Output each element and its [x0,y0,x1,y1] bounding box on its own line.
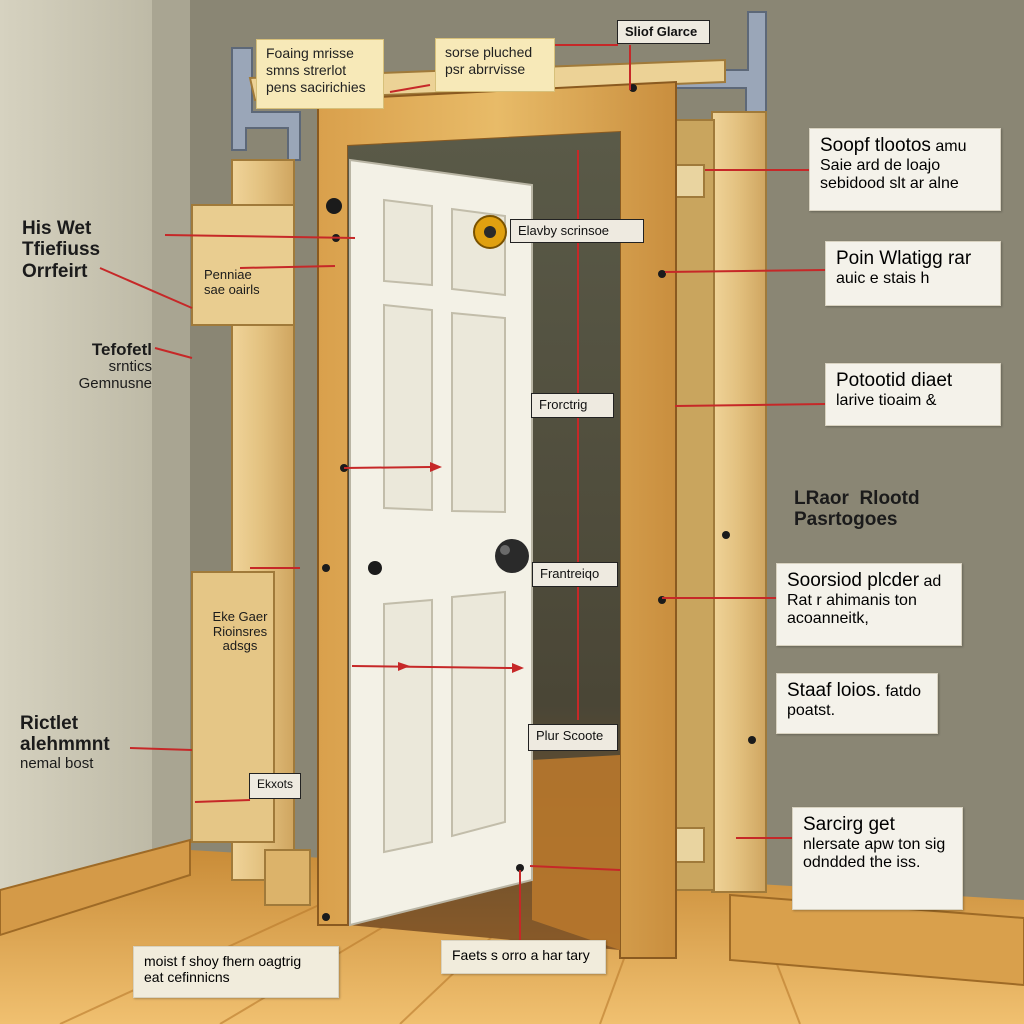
right-label-3-line2: larive tioaim & [836,392,937,409]
bottom-label-mid: Faets s orro a har tary [441,940,606,974]
right-label-3: Potootid diaet larive tioaim & [825,363,1001,426]
stud-note-upper: Penniae sae oairls [204,267,260,297]
bottom-label-left-line1: moist f shoy fhern oagtrig [144,953,302,969]
top-note-left: Foaing mrisse smns strerlot pens saciric… [256,39,384,109]
door-tag-3: Frantreiqo [532,562,618,587]
top-note-left-line3: pens sacirichies [266,78,366,95]
right-stud-inner [675,119,715,891]
top-tag: Sliof Glarce [617,20,710,44]
right-label-2: Poin Wlatigg rar auic e stais h [825,241,1001,306]
top-note-mid-line1: sorse pluched [445,44,533,60]
left-label-1-line2: Tfiefiuss [22,239,101,261]
left-label-3: Rictlet alehmmnt nemal bost [20,713,110,772]
right-label-1: Soopf tlootos amu Saie ard de loajo sebi… [809,128,1001,211]
right-label-1-line3: sebidood slt ar alne [820,175,959,192]
wall-corner [152,0,190,860]
stud-note-upper-line1: Penniae [204,267,252,282]
stud-note-lower-line1: Eke Gaer [212,609,268,624]
left-wall [0,0,190,920]
stud-note-lower: Eke Gaer Rioinsres adsgs [200,609,280,654]
right-label-4-title: LRaor Rlootd [794,488,920,509]
right-label-7-line2: nlersate apw ton sig [803,836,946,853]
door-tag-4: Plur Scoote [528,724,618,751]
right-stud [711,111,767,893]
stud-note-lower-line3: adsgs [222,638,258,654]
stud-small-tag: Ekxots [249,773,302,799]
left-label-2: Tefofetl srntics Gemnusne [72,340,152,393]
left-label-1-line3: Orrfeirt [22,260,88,282]
top-note-mid: sorse pluched psr abrrvisse [435,38,555,92]
right-baseboard [729,893,1024,987]
left-label-3-line3: nemal bost [20,754,94,772]
right-label-7: Sarcirg get nlersate apw ton sig odndded… [792,807,963,910]
stud-note-lower-line2: Rioinsres [212,623,268,639]
right-label-5: Soorsiod plcder ad Rat r ahimanis ton ac… [776,563,962,646]
right-label-2-line2: auic e stais h [836,270,930,287]
right-label-4-line2: Pasrtogoes [794,509,898,531]
left-baseboard [0,838,191,937]
right-label-2-title: Poin Wlatigg rar [836,248,972,269]
door-knob [495,539,529,573]
top-note-left-line1: Foaing mrisse [266,45,354,61]
right-label-6-title: Staaf loios. [787,680,881,701]
left-label-2-title: Tefofetl [91,340,152,359]
top-note-mid-line2: psr abrrvisse [445,60,526,77]
bottom-label-left-line2: eat cefinnicns [144,969,230,985]
right-label-6-line2: fatdo poatst. [787,683,922,719]
left-block-stub [264,849,311,906]
left-label-1: His Wet Tfiefiuss Orrfeirt [22,218,100,282]
screw-points [322,84,756,921]
stud-note-upper-line2: sae oairls [204,281,260,297]
left-label-3-title: Rictlet [20,713,79,734]
bottom-label-left: moist f shoy fhern oagtrig eat cefinnicn… [133,946,339,998]
top-note-left-line2: smns strerlot [266,61,347,78]
bottom-label-mid-text: Faets s orro a har tary [452,947,590,963]
right-label-7-line3: odndded the iss. [803,854,921,871]
right-label-7-title: Sarcirg get [803,814,895,835]
right-label-3-title: Potootid diaet [836,370,953,391]
door-tag-1: Elavby scrinsoe [510,219,644,243]
right-label-5-title: Soorsiod plcder [787,570,920,591]
left-label-2-line3: Gemnusne [78,374,152,392]
right-label-5-line3: ton acoanneitk, [787,592,917,627]
leader-arrows [398,462,524,673]
right-label-4: LRaor Rlootd Pasrtogoes [794,488,920,531]
left-block-upper [191,204,295,326]
door-tag-2: Frorctrig [531,393,614,418]
left-label-3-line2: alehmmnt [20,734,110,756]
opening-floor [532,755,620,950]
right-label-1-title: Soopf tlootos [820,135,931,156]
door-panels [383,198,506,854]
left-label-2-line2: srntics [108,358,152,376]
right-label-6: Staaf loios. fatdo poatst. [776,673,938,734]
right-label-5-line2: ad Rat r ahimanis [787,573,942,609]
leader-lines [99,44,826,940]
right-label-1-line2: amu Saie ard de loajo [820,138,967,174]
left-label-1-title: His Wet [22,218,92,239]
